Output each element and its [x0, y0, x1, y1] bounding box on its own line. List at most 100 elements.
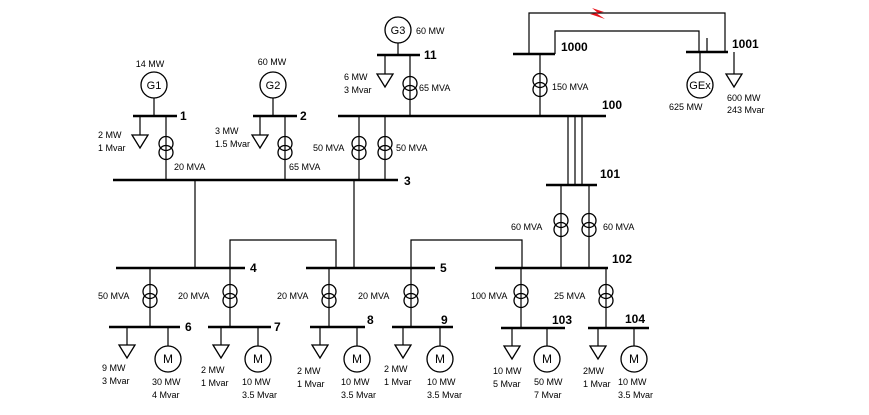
- transformer-rating: 50 MVA: [396, 143, 427, 153]
- transformer-bus9: 20 MVA: [358, 283, 419, 309]
- motor-icon: [244, 345, 272, 373]
- motor-symbol: M: [163, 352, 173, 366]
- generator-gex: GEx 625 MW: [669, 71, 714, 112]
- transformer-rating: 60 MVA: [511, 222, 542, 232]
- load-p: 9 MW: [102, 363, 126, 373]
- generator-name: G3: [391, 25, 406, 37]
- transformer-rating: 65 MVA: [289, 162, 320, 172]
- transformer-bus3-a: 50 MVA: [313, 135, 367, 161]
- transformer-bus101-a: 60 MVA: [511, 212, 569, 238]
- bus-label-104: 104: [625, 312, 645, 326]
- load-icon: [118, 344, 136, 359]
- load-bus11: 6 MW 3 Mvar: [344, 72, 394, 95]
- buses: [109, 50, 728, 330]
- load-q: 1 Mvar: [297, 379, 325, 389]
- load-p: 10 MW: [493, 366, 522, 376]
- generator-name: G2: [266, 80, 281, 92]
- motor-bus7: M 10 MW 3.5 Mvar: [242, 345, 277, 400]
- generator-rating: 625 MW: [669, 102, 703, 112]
- generator-g3: G3 60 MW: [384, 16, 445, 44]
- transformer-rating: 20 MVA: [277, 291, 308, 301]
- motor-p: 30 MW: [152, 377, 181, 387]
- motor-p: 10 MW: [427, 377, 456, 387]
- motor-q: 3.5 Mvar: [618, 390, 653, 400]
- bus-label-11: 11: [424, 48, 437, 62]
- load-q: 1 Mvar: [98, 143, 126, 153]
- load-bus8: 2 MW 1 Mvar: [297, 344, 329, 389]
- load-bus7: 2 MW 1 Mvar: [201, 344, 230, 388]
- motor-symbol: M: [629, 352, 639, 366]
- loads: 2 MW 1 Mvar 3 MW 1.5 Mvar 6 MW 3 Mvar 60…: [98, 72, 765, 389]
- generator-name: G1: [147, 80, 162, 92]
- load-bus1: 2 MW 1 Mvar: [98, 130, 149, 153]
- load-p: 6 MW: [344, 72, 368, 82]
- generator-g2: G2 60 MW: [258, 57, 287, 99]
- motor-symbol: M: [253, 352, 263, 366]
- load-q: 1 Mvar: [583, 379, 611, 389]
- load-icon: [212, 344, 230, 359]
- bus-label-8: 8: [367, 313, 374, 327]
- transformer-rating: 100 MVA: [471, 291, 507, 301]
- bus-label-6: 6: [185, 320, 192, 334]
- bus-labels: 1 2 11 1000 1001 100 3 101 4 5 102 6 7 8…: [180, 37, 759, 334]
- bus-label-102: 102: [612, 252, 632, 266]
- load-icon: [394, 344, 412, 359]
- transformer-bus101-b: 60 MVA: [581, 212, 634, 238]
- transformer-bus8: 20 MVA: [277, 283, 337, 309]
- motor-q: 3.5 Mvar: [427, 390, 462, 400]
- transformer-bus104: 25 MVA: [554, 283, 614, 309]
- fault-lightning-icon: [590, 8, 605, 19]
- motor-icon: [620, 345, 648, 373]
- motor-p: 10 MW: [242, 377, 271, 387]
- bus-label-1000: 1000: [561, 40, 588, 54]
- motor-p: 50 MW: [534, 377, 563, 387]
- motors: M 30 MW 4 Mvar M 10 MW 3.5 Mvar M 10 MW …: [152, 345, 653, 400]
- transformers: 20 MVA 65 MVA 65 MVA 50 MVA 50 MVA 150 M…: [98, 72, 634, 309]
- transformer-bus11: 65 MVA: [402, 75, 450, 101]
- load-icon: [311, 344, 329, 359]
- motor-symbol: M: [352, 352, 362, 366]
- connection-lines: [126, 12, 735, 346]
- transformer-rating: 20 MVA: [174, 162, 205, 172]
- motor-p: 10 MW: [618, 377, 647, 387]
- load-icon: [725, 73, 743, 88]
- bus-label-1: 1: [180, 109, 187, 123]
- load-bus2: 3 MW 1.5 Mvar: [215, 126, 269, 149]
- motor-q: 3.5 Mvar: [242, 390, 277, 400]
- transformer-bus1000: 150 MVA: [532, 72, 588, 98]
- load-icon: [503, 345, 521, 360]
- load-icon: [589, 345, 607, 360]
- motor-icon: [343, 345, 371, 373]
- motor-bus9: M 10 MW 3.5 Mvar: [426, 345, 462, 400]
- generator-rating: 14 MW: [136, 59, 165, 69]
- motor-symbol: M: [435, 352, 445, 366]
- motor-bus104: M 10 MW 3.5 Mvar: [618, 345, 653, 400]
- load-p: 2 MW: [384, 364, 408, 374]
- motor-bus6: M 30 MW 4 Mvar: [152, 345, 182, 400]
- motor-icon: [533, 345, 561, 373]
- load-p: 600 MW: [727, 93, 761, 103]
- motor-bus103: M 50 MW 7 Mvar: [533, 345, 563, 400]
- load-bus1001: 600 MW 243 Mvar: [725, 73, 765, 115]
- bus-label-4: 4: [250, 261, 257, 275]
- bus-label-9: 9: [441, 313, 448, 327]
- load-bus104: 2MW 1 Mvar: [583, 345, 611, 389]
- load-q: 5 Mvar: [493, 379, 521, 389]
- generator-g1: G1 14 MW: [136, 59, 168, 99]
- load-q: 1.5 Mvar: [215, 139, 250, 149]
- generator-icon: [140, 71, 168, 99]
- load-bus6: 9 MW 3 Mvar: [102, 344, 136, 386]
- transformer-rating: 65 MVA: [419, 83, 450, 93]
- generator-rating: 60 MW: [258, 57, 287, 67]
- load-p: 3 MW: [215, 126, 239, 136]
- transformer-bus103: 100 MVA: [471, 283, 529, 309]
- transformer-bus6: 50 MVA: [98, 283, 158, 309]
- bus-label-100: 100: [602, 98, 622, 112]
- load-icon: [251, 134, 269, 149]
- motor-p: 10 MW: [341, 377, 370, 387]
- bus-label-7: 7: [274, 320, 281, 334]
- generator-icon: [384, 16, 412, 44]
- transformer-rating: 50 MVA: [98, 291, 129, 301]
- bus-label-5: 5: [440, 261, 447, 275]
